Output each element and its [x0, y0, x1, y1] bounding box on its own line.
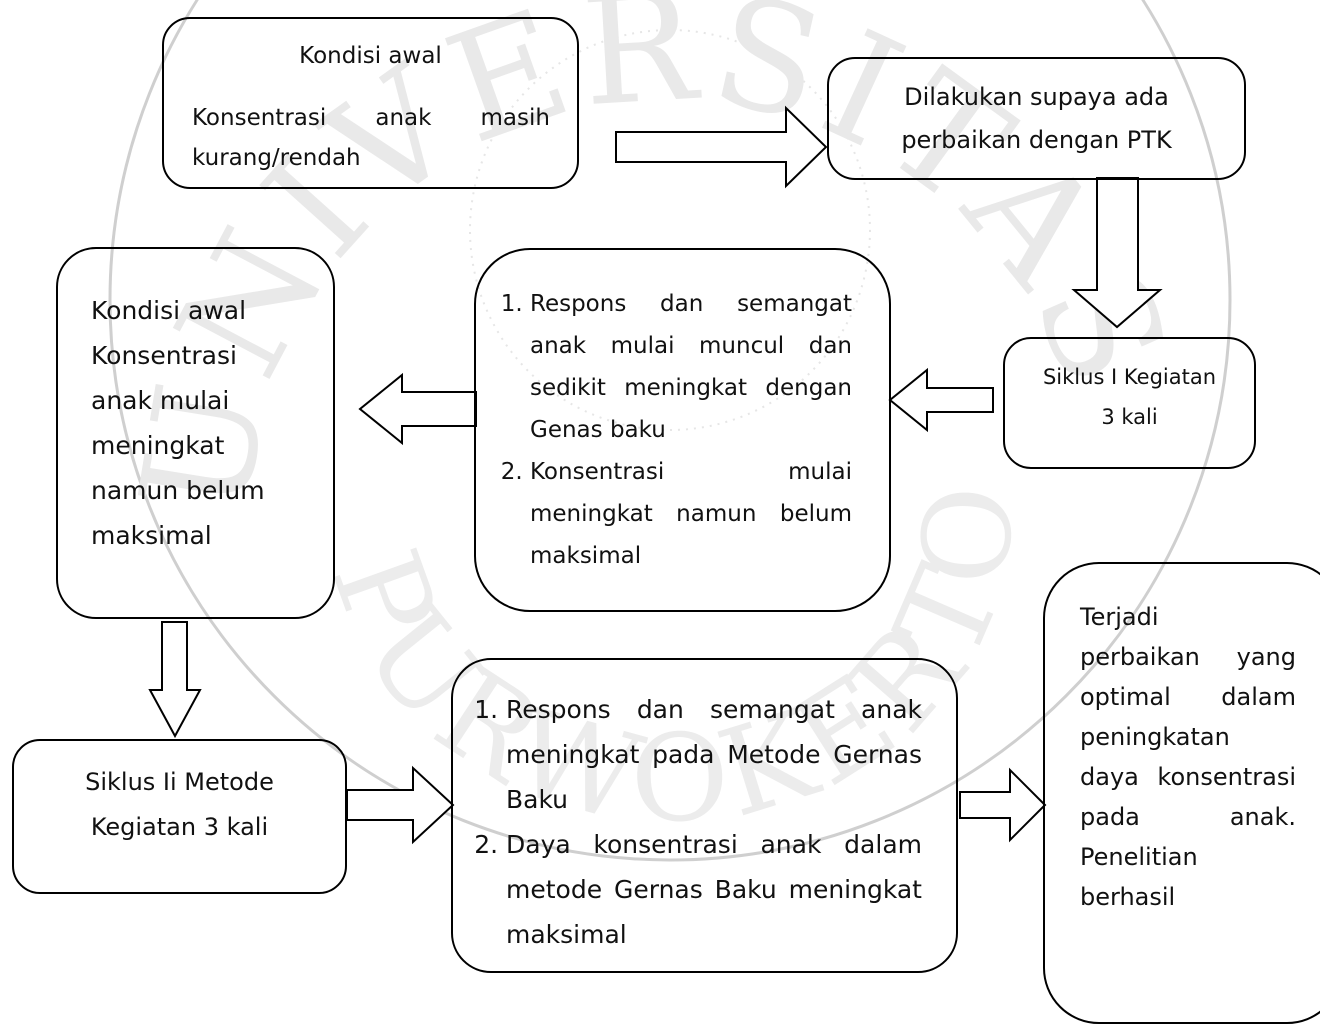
arrow-left-1 — [888, 367, 994, 433]
box-improvement — [827, 57, 1246, 180]
initial-condition-word: masih — [480, 105, 550, 131]
condition-line: namun belum — [91, 476, 265, 505]
cycle2-result-item-1: Respons dan semangat anak meningkat pada… — [506, 687, 922, 822]
cycle1-result-item-1: Respons dan semangat anak mulai muncul d… — [530, 283, 852, 451]
final-line: pada anak. — [1080, 803, 1296, 831]
final-result-text: Terjadi perbaikan yang optimal dalam pen… — [1080, 597, 1296, 917]
arrows-layer — [148, 105, 1163, 845]
arrow-right-3 — [959, 767, 1047, 843]
final-line: daya konsentrasi — [1080, 763, 1296, 791]
improvement-line2: perbaikan dengan PTK — [901, 126, 1172, 154]
final-line: optimal dalam — [1080, 683, 1296, 711]
final-line: perbaikan yang — [1080, 643, 1296, 671]
initial-condition-title: Kondisi awal — [299, 43, 442, 69]
condition-line: meningkat — [91, 431, 225, 460]
condition-line: anak mulai — [91, 386, 230, 415]
cycle2-result-list: Respons dan semangat anak meningkat pada… — [470, 687, 922, 957]
box-cycle1 — [1003, 337, 1256, 469]
box-condition-after-cycle1 — [56, 247, 335, 619]
initial-condition-word: anak — [375, 105, 432, 131]
arrow-down-2 — [148, 621, 202, 739]
final-line: berhasil — [1080, 883, 1176, 911]
cycle1-result-item-2: Konsentrasi mulai meningkat namun belum … — [530, 451, 852, 577]
box-initial-condition — [162, 17, 579, 189]
initial-condition-word: Konsentrasi — [192, 105, 327, 131]
box-cycle2-result — [451, 658, 958, 973]
initial-condition-line2: kurang/rendah — [192, 145, 361, 171]
final-line: Terjadi — [1080, 603, 1159, 631]
condition-line: maksimal — [91, 521, 212, 550]
condition-line: Kondisi awal — [91, 296, 247, 325]
arrow-right-2 — [346, 765, 455, 845]
cycle2-line2: Kegiatan 3 kali — [90, 813, 269, 841]
arrow-left-2 — [358, 372, 477, 446]
cycle1-line2: 3 kali — [1101, 405, 1158, 429]
improvement-line1: Dilakukan supaya ada — [904, 83, 1169, 111]
cycle1-result-list: Respons dan semangat anak mulai muncul d… — [494, 283, 852, 577]
condition-after-cycle1-text: Kondisi awal Konsentrasi anak mulai meni… — [91, 288, 311, 558]
arrow-right-1 — [615, 105, 828, 189]
cycle2-line1: Siklus Ii Metode — [85, 768, 274, 796]
box-cycle1-result — [474, 248, 891, 612]
arrow-down-1 — [1071, 177, 1163, 329]
cycle1-line1: Siklus I Kegiatan — [1042, 365, 1217, 389]
box-cycle2 — [12, 739, 347, 894]
condition-line: Konsentrasi — [91, 341, 237, 370]
final-line: Penelitian — [1080, 843, 1198, 871]
final-line: peningkatan — [1080, 723, 1230, 751]
initial-condition-line1: Konsentrasi anak masih — [192, 103, 550, 133]
cycle2-result-item-2: Daya konsentrasi anak dalam metode Gerna… — [506, 822, 922, 957]
